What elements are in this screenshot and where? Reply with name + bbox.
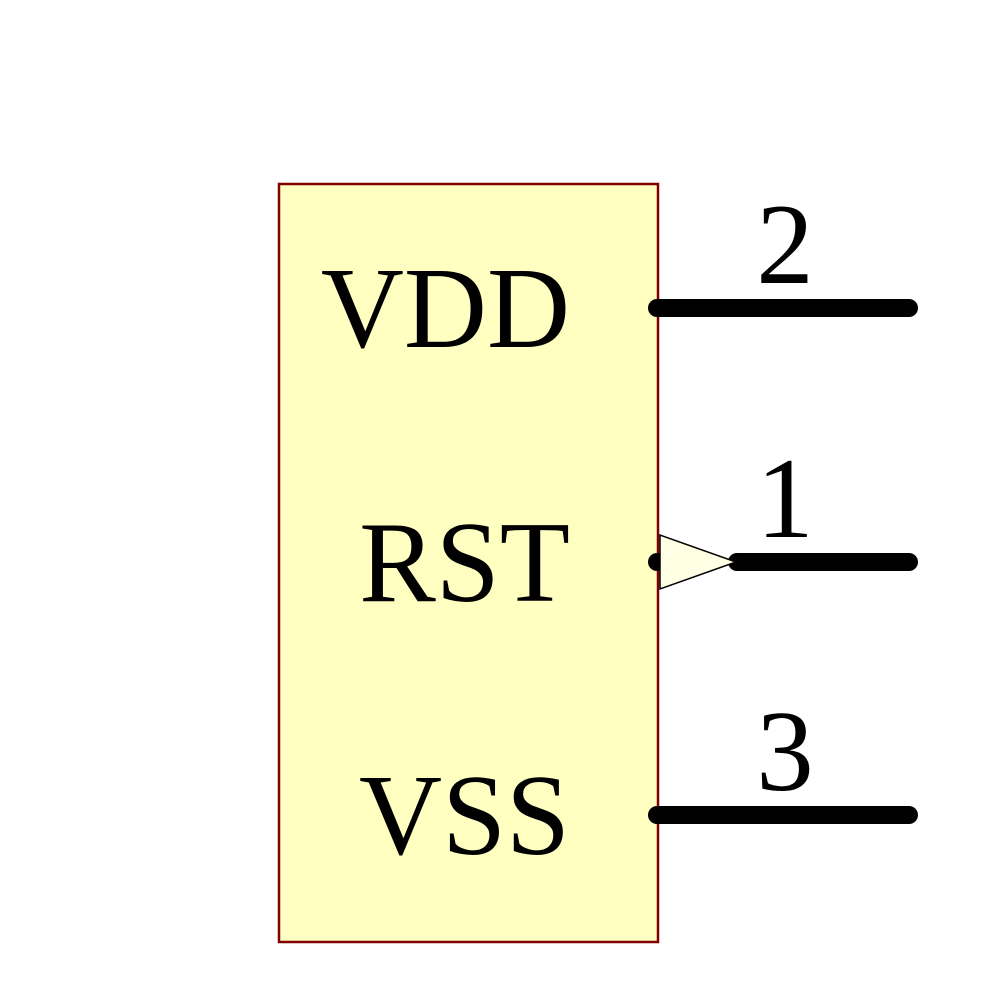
pin-vss-number: 3 [756,688,814,815]
component-body[interactable] [277,182,660,944]
pin-rst[interactable]: RST 1 [359,435,918,626]
pin-vdd[interactable]: VDD 2 [321,181,918,372]
pin-rst-label: RST [359,499,570,626]
pin-vdd-number: 2 [756,181,814,308]
pin-rst-number: 1 [756,435,814,562]
input-triangle-icon [659,533,739,591]
pin-vss[interactable]: VSS 3 [359,688,918,879]
pin-vss-label: VSS [359,752,570,879]
pin-vdd-label: VDD [321,245,570,372]
